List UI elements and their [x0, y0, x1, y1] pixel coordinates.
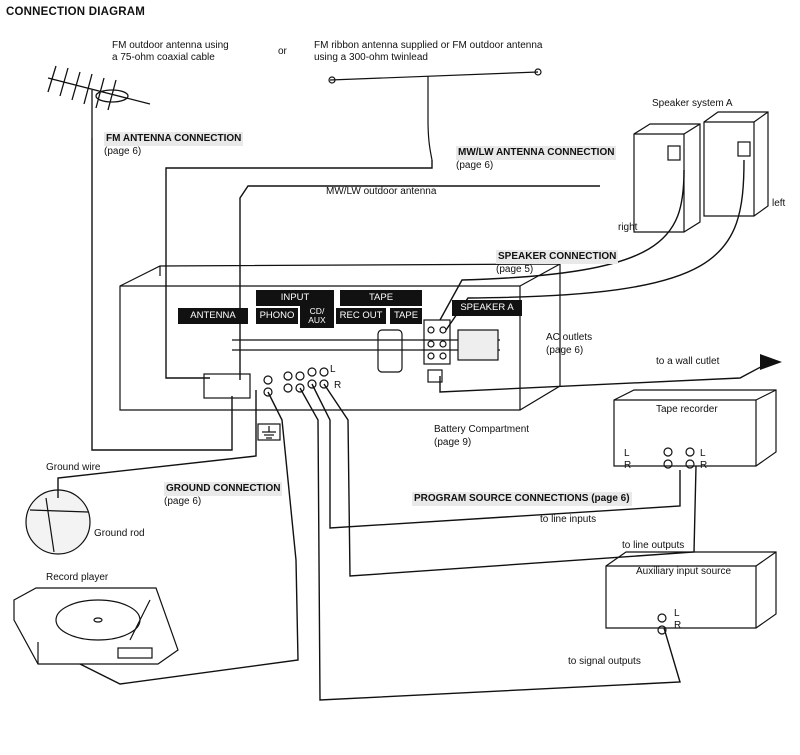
- panel-phono-label: PHONO: [256, 308, 298, 324]
- speaker-left-icon: [703, 111, 769, 217]
- panel-cd-aux-label: CD/AUX: [300, 306, 334, 328]
- mwlw-outdoor-label: MW/LW outdoor antenna: [326, 186, 437, 197]
- tape-l-right-label: L: [700, 448, 706, 459]
- ac-outlets-label: AC outlets: [546, 332, 593, 343]
- aux-r-label: R: [674, 620, 682, 631]
- fm-antenna-section-title: FM ANTENNA CONNECTION: [104, 132, 244, 146]
- aux-l-label: L: [674, 608, 680, 619]
- panel-tape-label: TAPE: [340, 290, 422, 306]
- to-line-outputs-label: to line outputs: [622, 540, 685, 551]
- fm-outdoor-caption-1: FM outdoor antenna using: [112, 40, 229, 51]
- ground-symbol-icon: [257, 423, 281, 441]
- right-label: right: [618, 222, 638, 233]
- record-player-label: Record player: [46, 572, 109, 583]
- channel-r-label: R: [334, 380, 342, 391]
- tape-r-right-label: R: [700, 460, 708, 471]
- panel-antenna-label: ANTENNA: [178, 308, 248, 324]
- program-source-section-title: PROGRAM SOURCE CONNECTIONS (page 6): [412, 492, 632, 506]
- ac-outlets-page: (page 6): [546, 345, 584, 356]
- tape-recorder-label: Tape recorder: [656, 404, 718, 415]
- fm-ribbon-antenna-icon: [328, 68, 542, 161]
- wall-outlet-arrow-icon: [760, 354, 782, 370]
- mwlw-antenna-section-title: MW/LW ANTENNA CONNECTION: [456, 146, 617, 160]
- record-player-icon: [13, 587, 179, 665]
- panel-speaker-a-label: SPEAKER A: [452, 300, 522, 316]
- speaker-section-title: SPEAKER CONNECTION: [496, 250, 619, 264]
- ground-rod-label: Ground rod: [94, 528, 145, 539]
- wall-outlet-label: to a wall cutlet: [656, 356, 720, 367]
- left-label: left: [772, 198, 786, 209]
- or-label: or: [278, 46, 287, 57]
- fm-outdoor-caption-2: a 75-ohm coaxial cable: [112, 52, 215, 63]
- speaker-right-icon: [633, 123, 701, 233]
- tape-recorder-icon: [613, 389, 777, 469]
- fm-ribbon-caption-1: FM ribbon antenna supplied or FM outdoor…: [314, 40, 543, 51]
- rca-jacks-icon: [263, 367, 329, 397]
- fm-ribbon-caption-2: using a 300-ohm twinlead: [314, 52, 428, 63]
- panel-rec-out-label: REC OUT: [336, 308, 386, 324]
- channel-l-label: L: [330, 364, 336, 375]
- fm-yagi-antenna-icon: [47, 65, 151, 138]
- ground-wire-label: Ground wire: [46, 462, 101, 473]
- tape-l-left-label: L: [624, 448, 630, 459]
- speaker-section-page: (page 5): [496, 264, 534, 275]
- aux-source-label: Auxiliary input source: [636, 566, 732, 577]
- ground-section-title: GROUND CONNECTION: [164, 482, 283, 496]
- to-signal-outputs-label: to signal outputs: [568, 656, 641, 667]
- diagram-title: CONNECTION DIAGRAM: [6, 6, 146, 18]
- panel-tape-in-label: TAPE: [390, 308, 422, 324]
- fm-antenna-section-page: (page 6): [104, 146, 142, 157]
- ground-section-page: (page 6): [164, 496, 202, 507]
- ground-rod-icon: [25, 489, 91, 555]
- speaker-system-a-label: Speaker system A: [652, 98, 733, 109]
- cables: [57, 138, 771, 701]
- battery-page: (page 9): [434, 437, 472, 448]
- tape-r-left-label: R: [624, 460, 632, 471]
- auxiliary-source-icon: [605, 551, 777, 635]
- to-line-inputs-label: to line inputs: [540, 514, 597, 525]
- mwlw-antenna-section-page: (page 6): [456, 160, 494, 171]
- panel-input-label: INPUT: [256, 290, 334, 306]
- battery-label: Battery Compartment: [434, 424, 530, 435]
